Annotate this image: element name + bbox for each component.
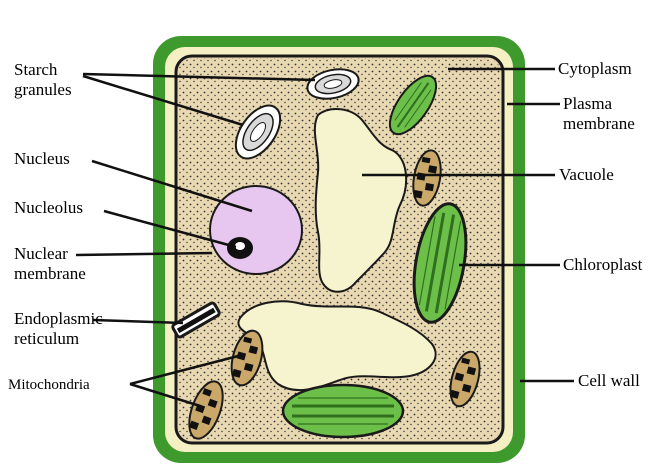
label-cell-wall: Cell wall <box>578 371 640 391</box>
label-nucleus: Nucleus <box>14 149 70 169</box>
label-cytoplasm: Cytoplasm <box>558 59 632 79</box>
label-chloroplast: Chloroplast <box>563 255 642 275</box>
label-plasma-membrane: Plasma membrane <box>563 94 635 134</box>
nucleolus-center <box>235 242 245 250</box>
label-nucleolus: Nucleolus <box>14 198 83 218</box>
nucleus <box>210 186 302 274</box>
label-vacuole: Vacuole <box>559 165 614 185</box>
label-starch-granules: Starch granules <box>14 60 72 100</box>
label-endoplasmic-reticulum: Endoplasmic reticulum <box>14 309 103 349</box>
label-mitochondria: Mitochondria <box>8 375 90 395</box>
chloroplast-bottom <box>283 385 403 437</box>
label-nuclear-membrane: Nuclear membrane <box>14 244 86 284</box>
